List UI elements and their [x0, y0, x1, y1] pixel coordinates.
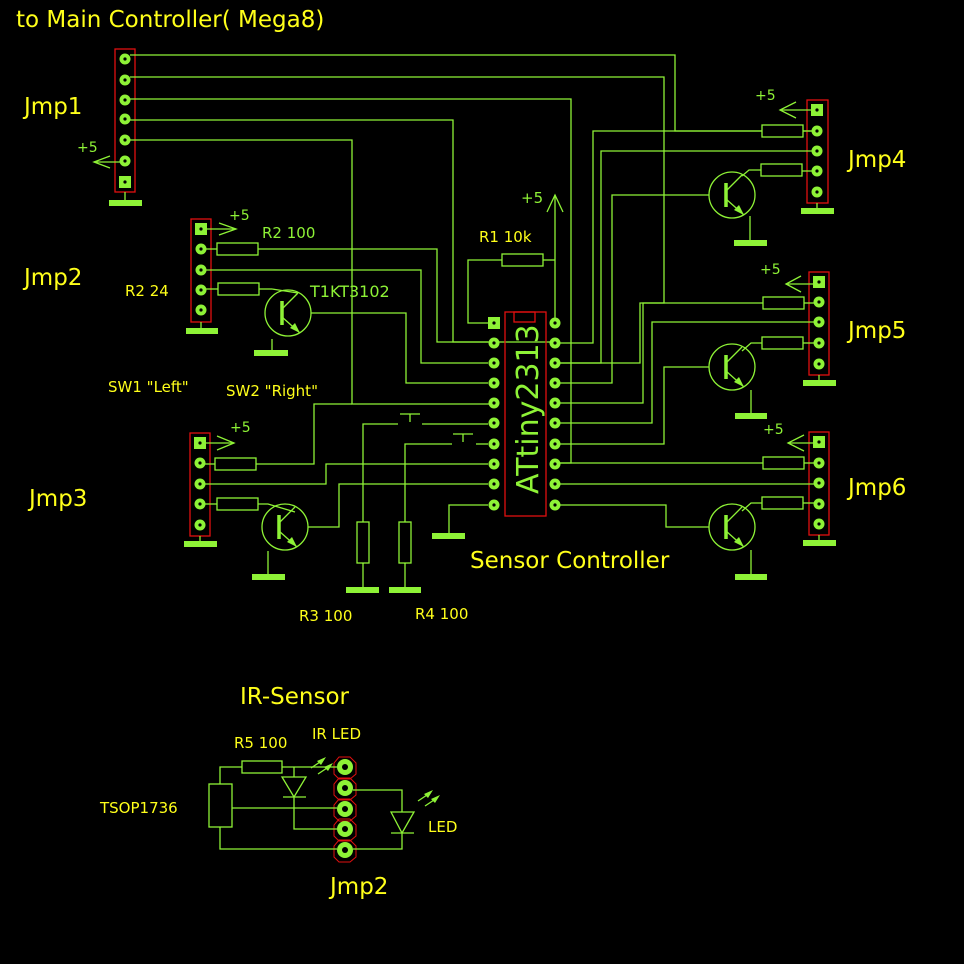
jmp2-power-label: +5 — [229, 208, 250, 224]
jmp2-ir-label: Jmp2 — [328, 874, 388, 900]
r1-label: R1 10k — [479, 228, 532, 246]
jmp2-label: Jmp2 — [22, 265, 82, 291]
r2-24-label: R2 24 — [125, 282, 169, 300]
jmp5-connector — [784, 271, 836, 386]
attiny2313-chip — [488, 311, 561, 517]
jmp6-label: Jmp6 — [846, 475, 906, 501]
transistor-jmp5 — [707, 342, 757, 392]
r4-label: R4 100 — [415, 605, 468, 623]
jmp1-connector — [92, 48, 142, 206]
jmp1-power-label: +5 — [77, 140, 98, 156]
ir-jmp2-connector — [333, 756, 357, 863]
jmp4-power-label: +5 — [755, 88, 776, 104]
tsop-body — [208, 783, 233, 828]
r2-100-label: R2 100 — [262, 224, 315, 242]
jmp5-power-label: +5 — [760, 262, 781, 278]
ir-led-diode — [280, 757, 337, 830]
jmp1-label: Jmp1 — [22, 94, 82, 120]
jmp3-connector — [184, 432, 236, 547]
transistor-jmp4 — [707, 170, 757, 220]
jmp5-label: Jmp5 — [846, 318, 906, 344]
page-title: to Main Controller( Mega8) — [16, 7, 324, 33]
jmp6-power-label: +5 — [763, 422, 784, 438]
r1-power-label: +5 — [521, 189, 543, 207]
r3-label: R3 100 — [299, 607, 352, 625]
jmp2-connector — [186, 218, 238, 334]
jmp3-power-label: +5 — [230, 420, 251, 436]
jmp6-connector — [786, 431, 836, 546]
sensor-controller-label: Sensor Controller — [470, 548, 670, 574]
transistor-label: T1KT3102 — [309, 282, 390, 301]
sw1-label: SW1 "Left" — [108, 378, 189, 396]
transistor-jmp3 — [260, 502, 310, 552]
jmp3-label: Jmp3 — [27, 486, 87, 512]
ir-sensor-title: IR-Sensor — [240, 684, 350, 710]
led-label: LED — [428, 818, 457, 836]
tsop-label: TSOP1736 — [99, 799, 178, 817]
jmp4-label: Jmp4 — [846, 147, 906, 173]
indicator-led — [353, 789, 440, 850]
sw2-label: SW2 "Right" — [226, 382, 318, 400]
transistor-jmp6 — [707, 502, 757, 552]
ir-led-label: IR LED — [312, 725, 361, 743]
jmp4-connector — [778, 99, 834, 214]
transistor-t1 — [263, 288, 313, 338]
r5-label: R5 100 — [234, 734, 287, 752]
mcu-label: ATtiny2313 — [511, 324, 546, 494]
